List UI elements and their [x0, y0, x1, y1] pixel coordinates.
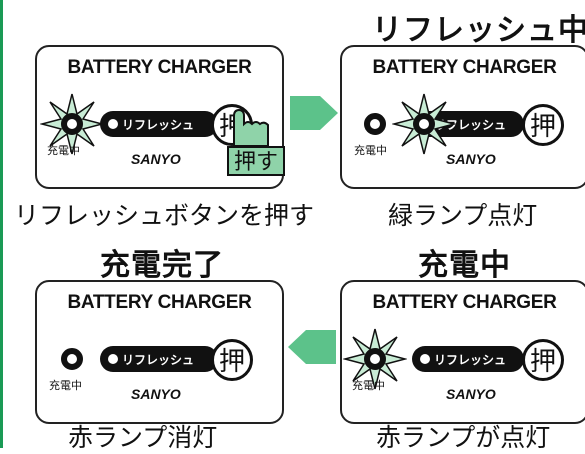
refresh-lamp	[413, 113, 435, 135]
charge-lamp	[364, 348, 386, 370]
push-button[interactable]: 押	[522, 339, 564, 381]
dot-icon	[420, 354, 430, 364]
panel-charging: BATTERY CHARGER 充電中 リフレッシュ 押 SANYO	[340, 280, 585, 424]
charge-lamp-label: 充電中	[352, 379, 385, 392]
panel-title: BATTERY CHARGER	[372, 57, 557, 78]
heading-charge-complete: 充電完了	[100, 248, 224, 283]
charge-lamp	[364, 113, 386, 135]
panel-title: BATTERY CHARGER	[67, 57, 252, 78]
push-button[interactable]: 押	[211, 339, 253, 381]
caption-top-left: リフレッシュボタンを押す	[14, 201, 315, 230]
caption-top-right: 緑ランプ点灯	[388, 201, 538, 230]
brand-logo: SANYO	[131, 151, 181, 167]
push-button[interactable]: 押	[522, 104, 564, 146]
dot-icon	[108, 354, 118, 364]
brand-logo: SANYO	[446, 386, 496, 402]
pointing-hand-icon	[233, 108, 269, 147]
refresh-button[interactable]: リフレッシュ	[412, 346, 524, 372]
refresh-button[interactable]: リフレッシュ	[100, 111, 218, 137]
charge-lamp-label: 充電中	[354, 144, 387, 157]
refresh-button[interactable]: リフレッシュ	[100, 346, 218, 372]
push-tag: 押す	[227, 146, 285, 176]
panel-refreshing: BATTERY CHARGER 充電中 リフレッシュ 押 SANYO	[340, 45, 585, 189]
charge-lamp	[61, 348, 83, 370]
arrow-right-icon	[290, 96, 338, 130]
dot-icon	[108, 119, 118, 129]
brand-logo: SANYO	[131, 386, 181, 402]
caption-bottom-left: 赤ランプ消灯	[68, 423, 218, 452]
panel-title: BATTERY CHARGER	[67, 292, 252, 313]
charge-lamp-label: 充電中	[49, 379, 82, 392]
charge-lamp	[61, 113, 83, 135]
panel-charge-complete: BATTERY CHARGER 充電中 リフレッシュ 押 SANYO	[35, 280, 284, 424]
heading-charging: 充電中	[418, 248, 511, 283]
panel-title: BATTERY CHARGER	[372, 292, 557, 313]
charge-lamp-label: 充電中	[47, 144, 80, 157]
left-border	[0, 0, 3, 448]
arrow-left-icon	[288, 330, 336, 364]
brand-logo: SANYO	[446, 151, 496, 167]
heading-refreshing: リフレッシュ中	[372, 13, 585, 48]
caption-bottom-right: 赤ランプが点灯	[376, 423, 551, 452]
